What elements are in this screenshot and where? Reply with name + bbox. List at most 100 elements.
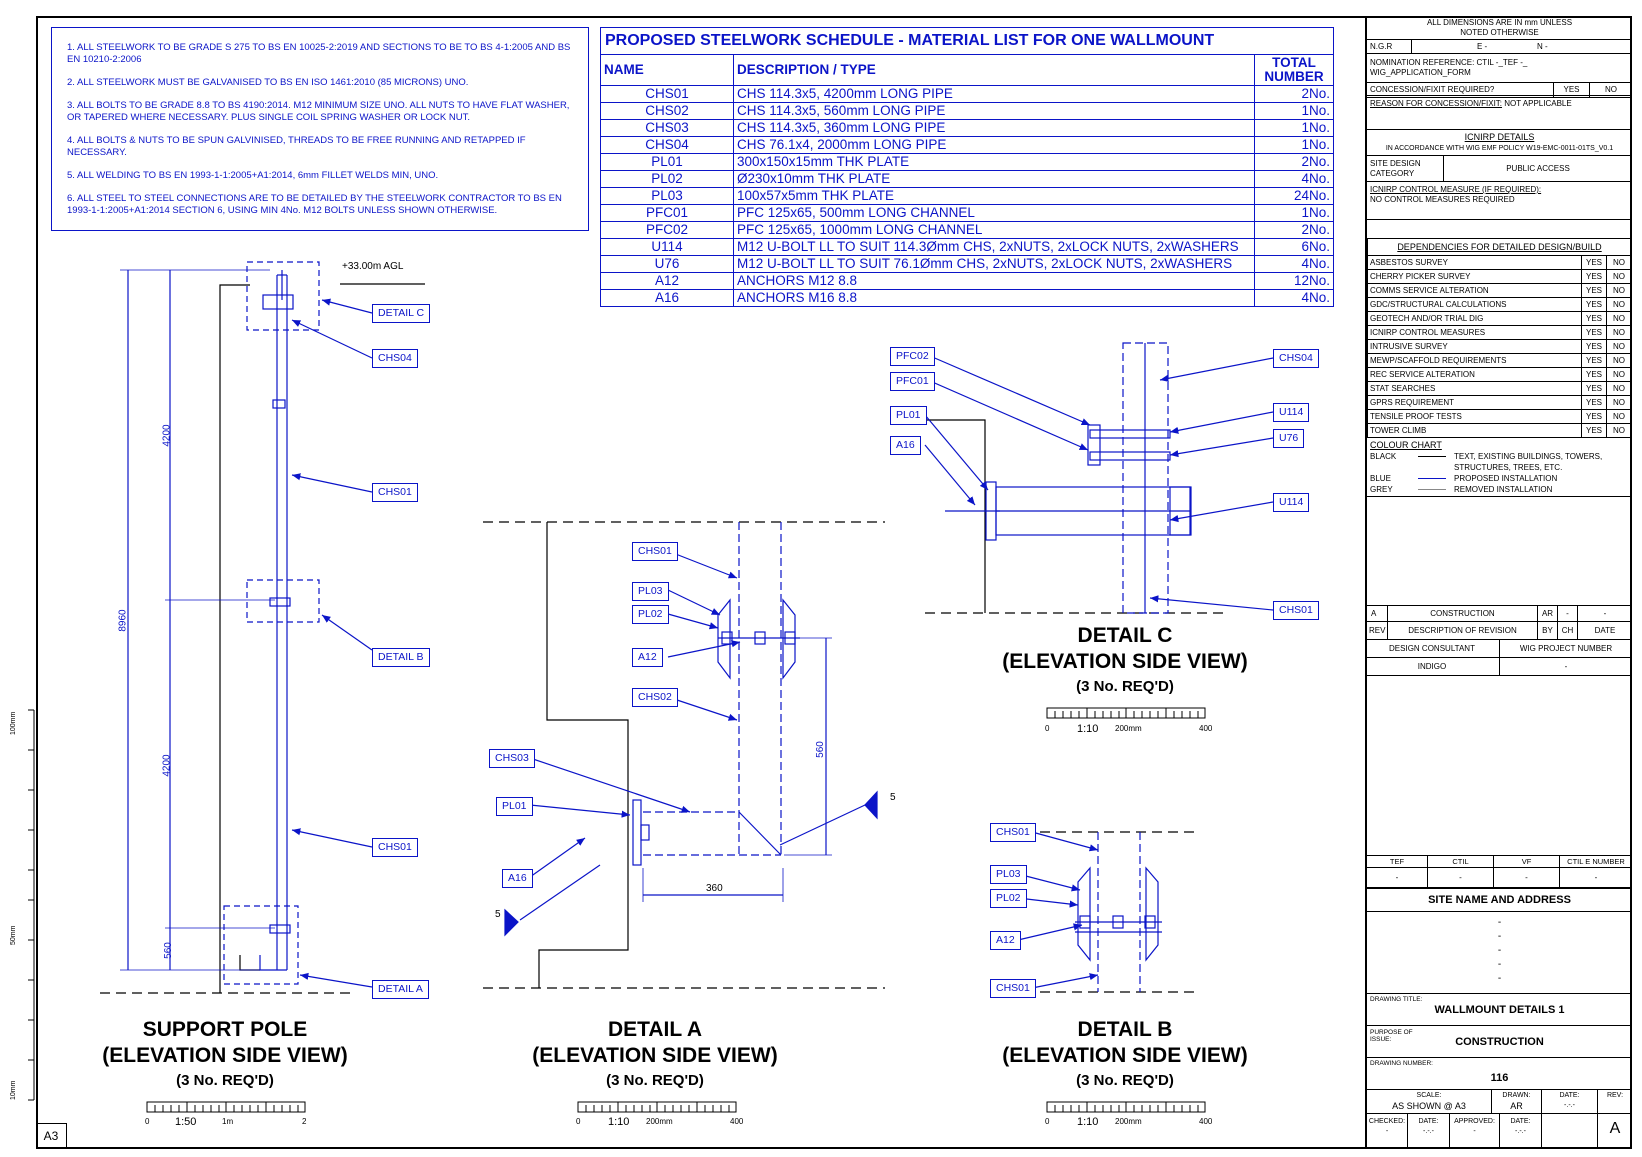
schedule-cell-name: PL02 — [601, 170, 734, 188]
label-detail-c: DETAIL C — [372, 304, 431, 323]
label-pole-chs01-upper: CHS01 — [372, 483, 418, 502]
dependency-no[interactable]: NO — [1606, 395, 1632, 410]
dependency-no[interactable]: NO — [1606, 381, 1632, 396]
tb-blank-2 — [1367, 676, 1632, 856]
dependency-no[interactable]: NO — [1606, 353, 1632, 368]
schedule-cell-total: 1No. — [1254, 204, 1333, 222]
dependencies-table: DEPENDENCIES FOR DETAILED DESIGN/BUILD A… — [1367, 238, 1632, 438]
dependency-yes[interactable]: YES — [1581, 269, 1607, 284]
dependency-label: TENSILE PROOF TESTS — [1367, 409, 1582, 424]
detail-a-drawing — [483, 521, 885, 989]
tb-dependencies: DEPENDENCIES FOR DETAILED DESIGN/BUILD A… — [1367, 238, 1632, 438]
label-a-chs02: CHS02 — [632, 688, 678, 707]
dependency-label: REC SERVICE ALTERATION — [1367, 367, 1582, 382]
scale-b-mid: 200mm — [1115, 1117, 1142, 1126]
schedule-cell-name: CHS02 — [601, 102, 734, 120]
scale-c-mid: 200mm — [1115, 724, 1142, 733]
dependency-no[interactable]: NO — [1606, 297, 1632, 312]
title-detail-a: DETAIL A(ELEVATION SIDE VIEW)(3 No. REQ'… — [532, 1018, 778, 1089]
dependency-label: STAT SEARCHES — [1367, 381, 1582, 396]
dependency-yes[interactable]: YES — [1581, 367, 1607, 382]
dependency-yes[interactable]: YES — [1581, 423, 1607, 438]
dependency-no[interactable]: NO — [1606, 255, 1632, 270]
dependency-no[interactable]: NO — [1606, 423, 1632, 438]
note-3: 3. ALL BOLTS TO BE GRADE 8.8 TO BS 4190:… — [67, 100, 570, 123]
note-6: 6. ALL STEEL TO STEEL CONNECTIONS ARE TO… — [67, 193, 562, 216]
weld-a-left: 5 — [495, 909, 501, 920]
dependency-yes[interactable]: YES — [1581, 283, 1607, 298]
tb-concession-reason: REASON FOR CONCESSION/FIXIT: NOT APPLICA… — [1367, 98, 1632, 130]
colour-name: GREY — [1370, 485, 1393, 494]
colour-name: BLUE — [1370, 474, 1391, 483]
dependency-no[interactable]: NO — [1606, 269, 1632, 284]
dependency-no[interactable]: NO — [1606, 325, 1632, 340]
label-detail-b: DETAIL B — [372, 648, 430, 667]
label-b-pl03: PL03 — [990, 865, 1027, 884]
colour-swatch — [1418, 489, 1446, 490]
agl-label: +33.00m AGL — [342, 261, 404, 272]
note-5: 5. ALL WELDING TO BS EN 1993-1-1:2005+A1… — [67, 170, 439, 181]
label-a-chs03: CHS03 — [489, 749, 535, 768]
schedule-cell-total: 24No. — [1254, 187, 1333, 205]
dependency-label: ICNIRP CONTROL MEASURES — [1367, 325, 1582, 340]
scale-pole-ratio: 1:50 — [175, 1116, 197, 1128]
dependency-no[interactable]: NO — [1606, 409, 1632, 424]
dependency-no[interactable]: NO — [1606, 339, 1632, 354]
schedule-cell-name: PFC01 — [601, 204, 734, 222]
scale-a-ratio: 1:10 — [608, 1116, 630, 1128]
dependency-yes[interactable]: YES — [1581, 381, 1607, 396]
dependency-label: MEWP/SCAFFOLD REQUIREMENTS — [1367, 353, 1582, 368]
label-detail-a: DETAIL A — [372, 980, 429, 999]
dependency-yes[interactable]: YES — [1581, 353, 1607, 368]
dependency-label: TOWER CLIMB — [1367, 423, 1582, 438]
tb-checked-row: CHECKED:- DATE:-.-.- APPROVED:- DATE:-.-… — [1367, 1114, 1632, 1149]
dependency-no[interactable]: NO — [1606, 367, 1632, 382]
dependency-no[interactable]: NO — [1606, 283, 1632, 298]
dim-total: 8960 — [117, 609, 129, 632]
label-pole-chs04: CHS04 — [372, 349, 418, 368]
general-notes: 1. ALL STEELWORK TO BE GRADE S 275 TO BS… — [51, 27, 589, 231]
tb-refs-values: - - - - — [1367, 868, 1632, 888]
dependency-label: INTRUSIVE SURVEY — [1367, 339, 1582, 354]
label-b-chs01-lower: CHS01 — [990, 979, 1036, 998]
dependency-yes[interactable]: YES — [1581, 395, 1607, 410]
dependency-label: GDC/STRUCTURAL CALCULATIONS — [1367, 297, 1582, 312]
tb-rev-value: A — [1597, 1114, 1632, 1149]
scale-bars — [146, 707, 1206, 1113]
schedule-cell-name: PL01 — [601, 153, 734, 171]
title-detail-c: DETAIL C(ELEVATION SIDE VIEW)(3 No. REQ'… — [1002, 624, 1248, 695]
dependency-yes[interactable]: YES — [1581, 255, 1607, 270]
dependency-yes[interactable]: YES — [1581, 339, 1607, 354]
dependency-yes[interactable]: YES — [1581, 311, 1607, 326]
dependency-yes[interactable]: YES — [1581, 297, 1607, 312]
scale-a-start: 0 — [576, 1117, 581, 1126]
dependency-yes[interactable]: YES — [1581, 409, 1607, 424]
site-address-line: - — [1497, 959, 1502, 970]
title-support-pole: SUPPORT POLE(ELEVATION SIDE VIEW)(3 No. … — [102, 1018, 348, 1089]
scale-pole-end: 2 — [302, 1117, 307, 1126]
schedule-header-name: NAME — [601, 55, 734, 86]
scale-c-ratio: 1:10 — [1077, 723, 1099, 735]
dependency-label: GEOTECH AND/OR TRIAL DIG — [1367, 311, 1582, 326]
title-detail-b: DETAIL B(ELEVATION SIDE VIEW)(3 No. REQ'… — [1002, 1018, 1248, 1089]
dependency-yes[interactable]: YES — [1581, 325, 1607, 340]
dependency-no[interactable]: NO — [1606, 311, 1632, 326]
dim-a-vertical: 560 — [814, 741, 826, 758]
site-address-line: - — [1497, 945, 1502, 956]
label-a-pl02: PL02 — [632, 605, 669, 624]
